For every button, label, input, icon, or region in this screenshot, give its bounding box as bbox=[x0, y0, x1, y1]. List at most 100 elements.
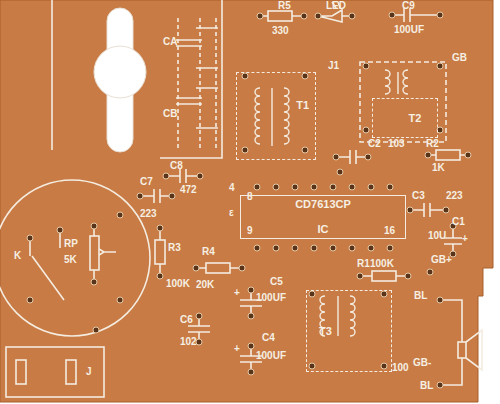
solder-hole bbox=[163, 173, 169, 179]
silkscreen-label: C5 bbox=[270, 276, 283, 287]
solder-hole bbox=[242, 147, 248, 153]
coil-winding bbox=[403, 70, 408, 94]
solder-hole bbox=[425, 152, 431, 158]
silkscreen-label: LED bbox=[326, 0, 346, 11]
silkscreen-label: J bbox=[86, 366, 92, 377]
silkscreen-label: R4 bbox=[202, 246, 215, 257]
solder-hole bbox=[387, 184, 393, 190]
silkscreen-stroke bbox=[30, 230, 64, 300]
silkscreen bbox=[0, 0, 482, 397]
silkscreen-label: C6 bbox=[180, 314, 193, 325]
silkscreen-stroke bbox=[372, 271, 396, 281]
coil-core bbox=[272, 72, 398, 336]
silkscreen-label: RP bbox=[64, 238, 78, 249]
silkscreen-label: C8 bbox=[170, 160, 183, 171]
solder-hole bbox=[254, 245, 260, 251]
solder-hole bbox=[57, 227, 63, 233]
silkscreen-label: + bbox=[462, 233, 468, 244]
solder-hole bbox=[365, 154, 371, 160]
silkscreen-stroke bbox=[196, 28, 218, 128]
solder-holes bbox=[27, 12, 471, 388]
silkscreen-label: 8 bbox=[247, 191, 253, 202]
silkscreen-label: C9 bbox=[402, 0, 415, 11]
solder-hole bbox=[381, 291, 387, 297]
solder-hole bbox=[257, 13, 263, 19]
solder-hole bbox=[137, 193, 143, 199]
silkscreen-label: 100 bbox=[392, 362, 409, 373]
silkscreen-stroke bbox=[410, 203, 446, 217]
solder-hole bbox=[405, 273, 411, 279]
silkscreen-label: R5 bbox=[278, 0, 291, 11]
silkscreen-stroke bbox=[140, 189, 172, 203]
solder-hole bbox=[248, 313, 254, 319]
solder-hole bbox=[292, 245, 298, 251]
silkscreen-label: 4 bbox=[229, 182, 235, 193]
silkscreen-label: K bbox=[14, 250, 21, 261]
solder-hole bbox=[349, 184, 355, 190]
solder-hole bbox=[196, 313, 202, 319]
silkscreen-label: 472 bbox=[180, 184, 197, 195]
part-designator: T3 bbox=[319, 325, 332, 337]
silkscreen-stroke bbox=[90, 236, 99, 270]
silkscreen-label: CA bbox=[163, 36, 177, 47]
solder-hole bbox=[357, 273, 363, 279]
solder-hole bbox=[465, 152, 471, 158]
silkscreen-stroke bbox=[6, 347, 104, 397]
silkscreen-stroke bbox=[16, 360, 26, 384]
silkscreen-stroke bbox=[466, 330, 482, 370]
solder-hole bbox=[363, 127, 369, 133]
solder-hole bbox=[333, 154, 339, 160]
silkscreen-stroke bbox=[155, 240, 165, 264]
solder-hole bbox=[381, 363, 387, 369]
silkscreen-stroke bbox=[94, 46, 146, 98]
solder-hole bbox=[169, 193, 175, 199]
solder-hole bbox=[254, 184, 260, 190]
silkscreen-stroke bbox=[360, 275, 408, 277]
silkscreen-label: 100UF bbox=[256, 350, 286, 361]
solder-hole bbox=[91, 223, 97, 229]
solder-hole bbox=[330, 245, 336, 251]
transformer-outline: T2 bbox=[372, 98, 438, 138]
silkscreen-label: 102 bbox=[180, 336, 197, 347]
solder-hole bbox=[273, 184, 279, 190]
silkscreen-label: C3 bbox=[412, 190, 425, 201]
silkscreen-label: + bbox=[234, 287, 240, 298]
silkscreen-stroke bbox=[392, 8, 440, 22]
silkscreen-stroke bbox=[94, 226, 116, 282]
transformer-outline: T3 bbox=[306, 290, 392, 372]
silkscreen-label: C4 bbox=[262, 332, 275, 343]
solder-hole bbox=[27, 297, 33, 303]
silkscreen-label: R1 bbox=[357, 258, 370, 269]
solder-hole bbox=[197, 173, 203, 179]
silkscreen-label: CB bbox=[163, 108, 177, 119]
coil-winding bbox=[255, 88, 260, 144]
solder-hole bbox=[389, 12, 395, 18]
silkscreen-stroke bbox=[196, 267, 242, 269]
solder-hole bbox=[248, 369, 254, 375]
silkscreen-stroke bbox=[0, 180, 150, 336]
silkscreen-stroke bbox=[166, 169, 200, 183]
solder-hole bbox=[301, 13, 307, 19]
silkscreen-stroke bbox=[159, 228, 161, 276]
silkscreen-stroke bbox=[206, 263, 230, 273]
coil-winding bbox=[350, 296, 355, 336]
silkscreen-stroke bbox=[258, 15, 304, 17]
silkscreen-label: GB+ bbox=[431, 254, 452, 265]
solder-hole bbox=[248, 287, 254, 293]
solder-hole bbox=[239, 265, 245, 271]
solder-hole bbox=[387, 245, 393, 251]
silkscreen-stroke bbox=[436, 150, 460, 160]
silkscreen-label: 330 bbox=[272, 25, 289, 36]
solder-hole bbox=[311, 245, 317, 251]
silkscreen-label: 100K bbox=[166, 278, 190, 289]
solder-hole bbox=[27, 235, 33, 241]
silkscreen-label: BL bbox=[420, 380, 433, 391]
solder-hole bbox=[157, 273, 163, 279]
solder-hole bbox=[157, 225, 163, 231]
solder-hole bbox=[437, 297, 443, 303]
silkscreen-stroke bbox=[428, 154, 468, 156]
coil-winding bbox=[284, 88, 289, 144]
silkscreen-stroke bbox=[444, 226, 462, 254]
part-designator: IC bbox=[318, 223, 329, 235]
